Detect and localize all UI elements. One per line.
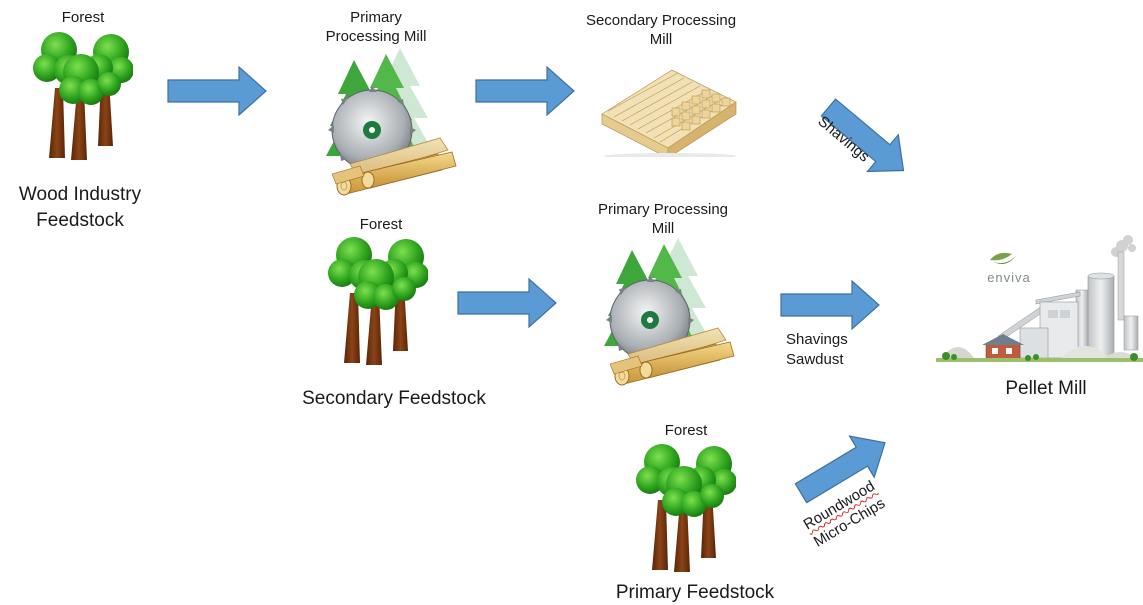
shavings-line: Shavings — [786, 331, 848, 348]
wood-industry-feedstock-label: Wood Industry Feedstock — [18, 184, 142, 231]
arrow-icon-forest1-to-mill1 — [160, 66, 274, 116]
arrow-icon-mill1-to-secondary — [468, 66, 582, 116]
sawmill-icon-1 — [320, 46, 460, 196]
sawmill-icon-2 — [598, 236, 738, 386]
forest1-label: Forest — [61, 9, 105, 26]
enviva-logo: enviva — [987, 270, 1031, 285]
forest2-tree-icon — [328, 233, 428, 368]
arrow-icon-mill2-to-pellet — [772, 280, 888, 330]
shavings-sawdust-label: Shavings Sawdust — [786, 330, 848, 369]
pellet-mill-label: Pellet Mill — [1005, 378, 1087, 399]
forest2-label: Forest — [359, 216, 403, 233]
forest3-label: Forest — [664, 422, 708, 439]
forest3-tree-icon — [636, 440, 736, 575]
secondary-feedstock-label: Secondary Feedstock — [302, 388, 486, 409]
primary-mill2-label: Primary Processing Mill — [597, 201, 729, 237]
lumber-icon — [598, 62, 738, 157]
sawdust-line: Sawdust — [786, 350, 844, 368]
forest1-tree-icon — [33, 28, 133, 163]
primary-feedstock-label: Primary Feedstock — [615, 582, 775, 603]
primary-mill1-label: Primary Processing Mill — [325, 9, 427, 45]
pellet-plant-icon — [936, 232, 1143, 372]
arrow-icon-secondary-to-pellet — [796, 75, 935, 203]
arrow-icon-forest2-to-mill2 — [450, 278, 564, 328]
secondary-mill-label: Secondary Processing Mill — [585, 12, 737, 48]
